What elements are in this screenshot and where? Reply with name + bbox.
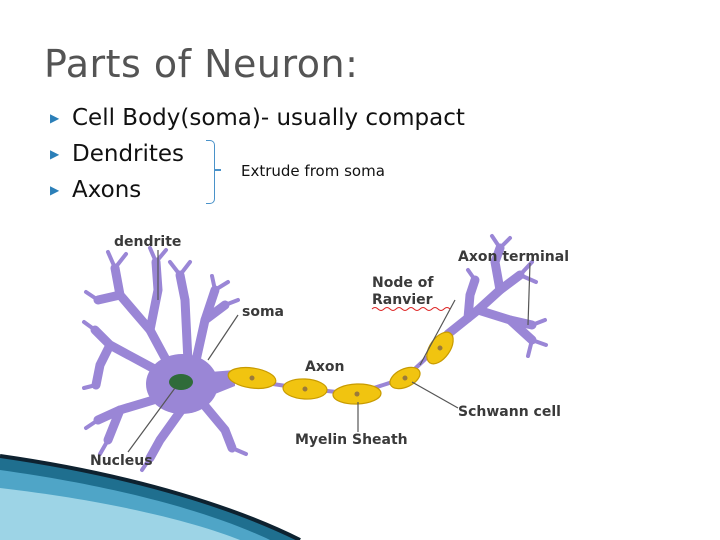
bullet-item: ▶ Axons: [50, 172, 465, 208]
bullet-arrow-icon: ▶: [50, 147, 60, 161]
bullet-list: ▶ Cell Body(soma)- usually compact ▶ Den…: [50, 100, 465, 208]
bullet-text: Cell Body(soma)- usually compact: [72, 105, 465, 131]
node-of-ranvier-label-line2: Ranvier: [372, 292, 433, 308]
bullet-arrow-icon: ▶: [50, 111, 60, 125]
myelin-sheath-label: Myelin Sheath: [295, 432, 408, 448]
nucleus-shape: [169, 374, 193, 390]
bullet-item: ▶ Cell Body(soma)- usually compact: [50, 100, 465, 136]
axon-label: Axon: [305, 359, 344, 375]
bullet-text: Axons: [72, 177, 142, 203]
dendrite-label: dendrite: [114, 234, 181, 250]
nucleus-label: Nucleus: [90, 453, 153, 469]
myelin-segments: [227, 331, 454, 405]
node-of-ranvier-label-line1: Node of: [372, 275, 434, 291]
soma-label: soma: [242, 304, 284, 320]
leader-lines: [127, 250, 531, 453]
schwann-cell-label: Schwann cell: [458, 404, 561, 420]
slide-title: Parts of Neuron:: [44, 42, 359, 86]
bullet-arrow-icon: ▶: [50, 183, 60, 197]
corner-swoosh-decoration: [0, 454, 301, 540]
brace-tick: [215, 169, 221, 171]
axon-terminal-label: Axon terminal: [458, 249, 569, 265]
bullet-item: ▶ Dendrites: [50, 136, 465, 172]
brace-bracket: [206, 140, 215, 204]
brace-note: Extrude from soma: [241, 162, 385, 180]
spellcheck-underline: [371, 307, 451, 311]
bullet-text: Dendrites: [72, 141, 185, 167]
